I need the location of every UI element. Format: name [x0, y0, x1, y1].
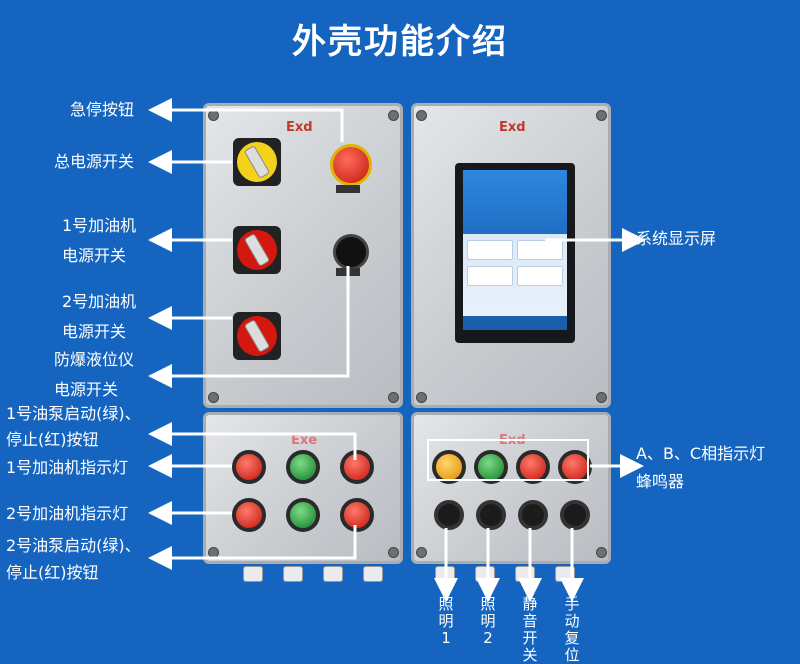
arrow-estop: [148, 98, 344, 142]
lighting1-button[interactable]: [434, 500, 464, 530]
exd-mark: Exd: [286, 120, 313, 135]
bolt-icon: [596, 392, 607, 403]
dispenser1-power-switch[interactable]: [233, 226, 281, 274]
indicator-panel: Exd: [411, 412, 611, 564]
mute-switch-button[interactable]: [518, 500, 548, 530]
bolt-icon: [596, 547, 607, 558]
label-dispenser2-power-1: 2号加油机: [62, 292, 137, 311]
bolt-icon: [416, 392, 427, 403]
dispenser1-indicator-lamp: [232, 450, 266, 484]
phase-a-lamp: [432, 450, 466, 484]
label-manual-reset: 手动复位: [564, 595, 580, 664]
rotary-knob-icon: [237, 316, 277, 356]
bolt-icon: [388, 110, 399, 121]
display-panel: Exd: [411, 103, 611, 408]
label-dispenser1-power-2: 电源开关: [62, 246, 127, 265]
emergency-stop-button[interactable]: [330, 144, 372, 186]
bolt-icon: [388, 547, 399, 558]
main-power-switch[interactable]: [233, 138, 281, 186]
nameplate: [336, 185, 360, 193]
bolt-icon: [208, 392, 219, 403]
label-mute-switch: 静音开关: [522, 595, 538, 664]
phase-c-lamp: [516, 450, 550, 484]
bolt-icon: [416, 547, 427, 558]
pump1-start-button[interactable]: [286, 450, 320, 484]
label-display: 系统显示屏: [636, 229, 717, 248]
rotary-knob-icon: [237, 142, 277, 182]
label-pump1-1: 1号油泵启动(绿)、: [6, 404, 141, 423]
exe-mark: Exe: [291, 433, 318, 448]
arrow-level-gauge: [148, 266, 350, 388]
label-lighting1: 照明1: [438, 595, 454, 647]
pump2-stop-button[interactable]: [340, 498, 374, 532]
bolt-icon: [388, 392, 399, 403]
rotary-knob-icon: [237, 230, 277, 270]
pump-control-panel: Exe: [203, 412, 403, 564]
dispenser2-power-switch[interactable]: [233, 312, 281, 360]
dispenser2-indicator-lamp: [232, 498, 266, 532]
label-estop: 急停按钮: [70, 100, 135, 119]
system-display-screen[interactable]: [463, 170, 567, 330]
level-gauge-power-switch[interactable]: [333, 234, 369, 270]
arrow-pump1: [148, 422, 357, 460]
label-level-gauge-1: 防爆液位仪: [54, 350, 135, 369]
label-pump1-2: 停止(红)按钮: [6, 430, 99, 449]
label-pump2-2: 停止(红)按钮: [6, 563, 99, 582]
label-lighting2: 照明2: [480, 595, 496, 647]
phase-b-lamp: [474, 450, 508, 484]
page-title: 外壳功能介绍: [292, 22, 508, 62]
arrow-pump2: [148, 525, 357, 570]
label-level-gauge-2: 电源开关: [54, 380, 119, 399]
manual-reset-button[interactable]: [560, 500, 590, 530]
bolt-icon: [416, 110, 427, 121]
label-main-power: 总电源开关: [54, 152, 135, 171]
label-dispenser2-lamp: 2号加油机指示灯: [6, 504, 129, 523]
exd-mark: Exd: [499, 120, 526, 135]
label-dispenser1-power-1: 1号加油机: [62, 216, 137, 235]
label-phase-lamps: A、B、C相指示灯: [636, 444, 766, 463]
label-pump2-1: 2号油泵启动(绿)、: [6, 536, 141, 555]
label-dispenser2-power-2: 电源开关: [62, 322, 127, 341]
pump1-stop-button[interactable]: [340, 450, 374, 484]
label-dispenser1-lamp: 1号加油机指示灯: [6, 458, 129, 477]
pump2-start-button[interactable]: [286, 498, 320, 532]
bolt-icon: [596, 110, 607, 121]
lighting2-button[interactable]: [476, 500, 506, 530]
label-buzzer: 蜂鸣器: [636, 472, 685, 491]
